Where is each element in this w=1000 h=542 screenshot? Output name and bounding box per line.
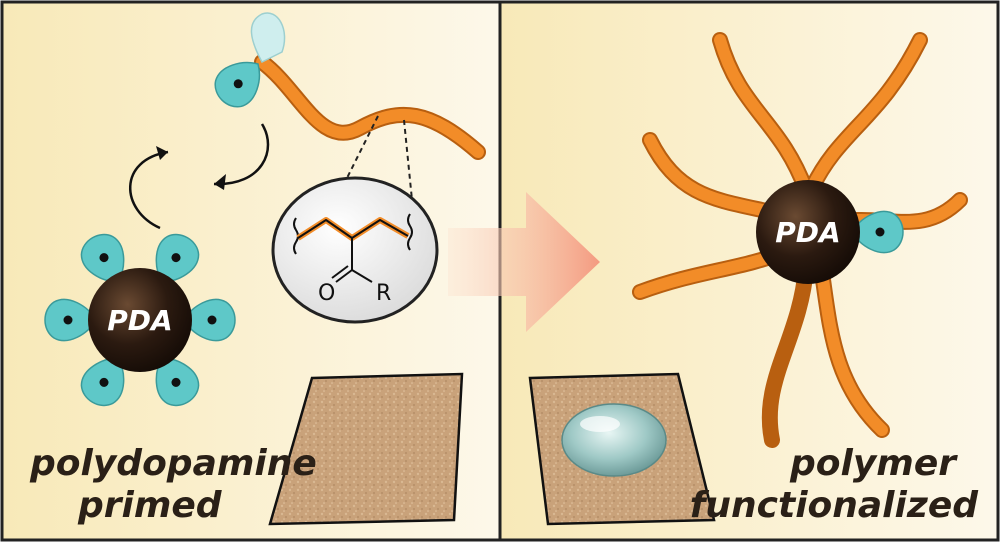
polymer-chain-icon xyxy=(714,34,812,196)
left-caption-line2: primed xyxy=(78,485,222,526)
right-caption-line1: polymer xyxy=(790,443,956,484)
arrowhead-icon xyxy=(214,174,226,190)
repeat-unit-inset: O R xyxy=(271,176,439,324)
left-caption-line1: polydopamine xyxy=(30,443,317,484)
free-polymer-chain xyxy=(256,56,484,158)
exchange-arrow xyxy=(213,123,270,186)
pda-particle-primed: PDA xyxy=(44,226,236,414)
zoom-dashed-line xyxy=(403,119,413,201)
exchange-arrow xyxy=(129,150,169,230)
side-group-label: R xyxy=(376,281,391,306)
polymer-chain-icon xyxy=(806,34,926,194)
carbonyl-oxygen-label: O xyxy=(318,281,335,306)
water-droplet-icon xyxy=(561,403,667,477)
right-caption-line2: functionalized xyxy=(689,485,978,526)
primed-substrate xyxy=(268,372,464,526)
reaction-arrow-icon xyxy=(448,192,600,332)
polymer-chain-icon xyxy=(644,134,786,220)
pda-core-label: PDA xyxy=(775,216,840,249)
pda-particle-icon xyxy=(756,180,860,284)
pda-particle-icon xyxy=(88,268,192,372)
pda-core-label: PDA xyxy=(107,304,172,337)
catechol-anchor-icon xyxy=(250,12,286,63)
arrowhead-icon xyxy=(156,146,168,160)
